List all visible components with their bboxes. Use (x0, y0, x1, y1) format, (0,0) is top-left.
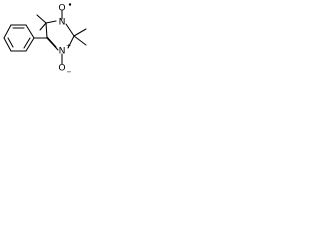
nitrogen-positive-charge: + (66, 42, 71, 50)
methyl-bond-c5-b (39, 22, 47, 31)
methyl-bond-c2-b (73, 35, 87, 46)
atom-labels: O N N + O − (58, 3, 71, 77)
bond-n3-c4-a (46, 37, 59, 51)
methyl-bond-c5-a (36, 14, 47, 24)
ring-bonds (45, 20, 75, 51)
oxide-oxygen-label: O (58, 63, 65, 74)
substituent-bonds (33, 9, 87, 65)
oxide-nitrogen-label: N (59, 46, 66, 57)
oxygen-negative-charge: − (66, 68, 71, 76)
phenyl-bond-6 (25, 37, 35, 52)
bond-c5-c4 (45, 22, 48, 39)
bond-n3-c4-b (46, 36, 57, 48)
radical-dot (68, 3, 72, 6)
methyl-bond-c2-a (73, 28, 87, 37)
oxyl-oxygen-label: O (58, 3, 65, 14)
bond-n1-c2 (65, 23, 75, 37)
oxyl-nitrogen-label: N (59, 17, 66, 28)
phenyl-bond-1 (25, 24, 35, 39)
chemical-structure-diagram: O N N + O − (3, 3, 87, 77)
bond-c5-n1 (45, 20, 57, 24)
phenyl-bond-3 (3, 24, 12, 39)
phenyl-double-bond-inner-b (7, 37, 14, 48)
bond-c2-n3 (67, 35, 75, 49)
phenyl-bond-4 (3, 37, 12, 52)
phenyl-ring (3, 24, 35, 52)
phenyl-double-bond-inner-c (23, 37, 31, 49)
